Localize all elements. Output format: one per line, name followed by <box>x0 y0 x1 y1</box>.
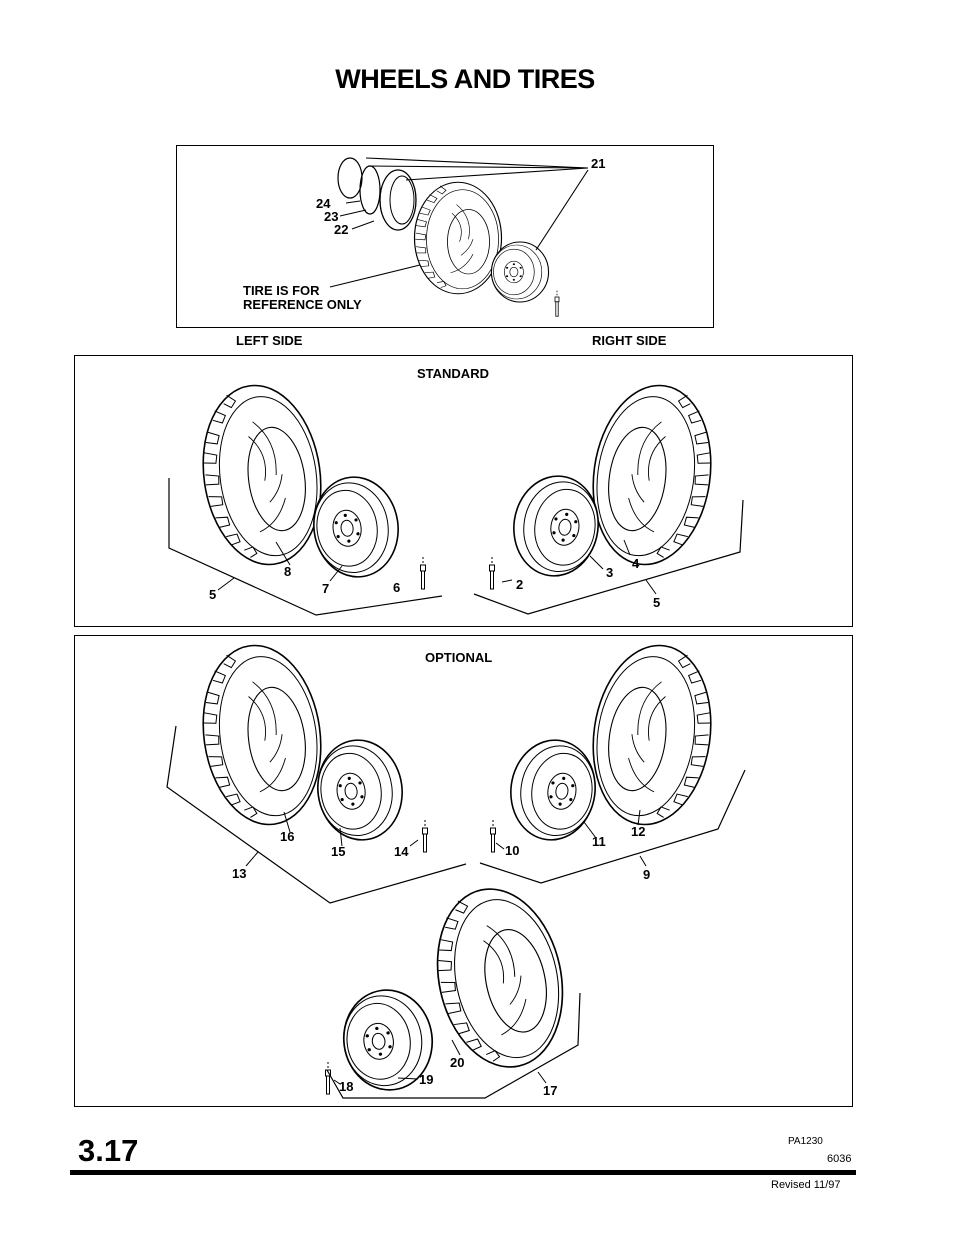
callout-21: 21 <box>591 156 606 171</box>
optional-left-assembly <box>166 637 467 904</box>
callout-19: 19 <box>419 1072 434 1087</box>
callout-23: 23 <box>324 209 339 224</box>
callout-5-right: 5 <box>653 595 661 610</box>
footer-rule <box>70 1170 856 1175</box>
top-diagram-frame <box>176 145 714 328</box>
page-title: WHEELS AND TIRES <box>335 64 595 94</box>
callout-5-left: 5 <box>209 587 217 602</box>
callout-8: 8 <box>284 564 292 579</box>
right-side-label: RIGHT SIDE <box>592 333 667 348</box>
callout-4: 4 <box>632 556 640 571</box>
callout-24: 24 <box>316 196 331 211</box>
callout-20: 20 <box>450 1055 465 1070</box>
callout-3: 3 <box>606 565 614 580</box>
standard-heading: STANDARD <box>417 366 489 381</box>
callout-11: 11 <box>592 834 606 849</box>
reference-note-line1: TIRE IS FOR <box>243 283 320 298</box>
revision-date: Revised 11/97 <box>771 1179 841 1191</box>
callout-15: 15 <box>331 844 346 859</box>
optional-right-assembly <box>479 637 746 884</box>
callout-18: 18 <box>339 1079 354 1094</box>
callout-14: 14 <box>394 844 409 859</box>
page-code: 6036 <box>827 1153 852 1165</box>
callout-13: 13 <box>232 866 247 881</box>
optional-frame <box>74 635 853 1107</box>
section-number: 3.17 <box>78 1133 139 1168</box>
standard-right-assembly <box>473 377 744 615</box>
left-side-label: LEFT SIDE <box>236 333 303 348</box>
callout-9: 9 <box>643 867 651 882</box>
optional-heading: OPTIONAL <box>425 650 493 665</box>
standard-frame <box>74 355 853 627</box>
callout-12: 12 <box>631 824 646 839</box>
callout-6: 6 <box>393 580 401 595</box>
reference-note-line2: REFERENCE ONLY <box>243 297 362 312</box>
callout-2: 2 <box>516 577 524 592</box>
callout-10: 10 <box>505 843 520 858</box>
standard-left-assembly <box>168 377 443 616</box>
callout-16: 16 <box>280 829 295 844</box>
callout-17: 17 <box>543 1083 558 1098</box>
optional-center-assembly <box>325 876 581 1099</box>
top-exploded-wheel <box>329 157 589 317</box>
callout-22: 22 <box>334 222 349 237</box>
figure-id: PA1230 <box>788 1136 823 1147</box>
callout-7: 7 <box>322 581 330 596</box>
